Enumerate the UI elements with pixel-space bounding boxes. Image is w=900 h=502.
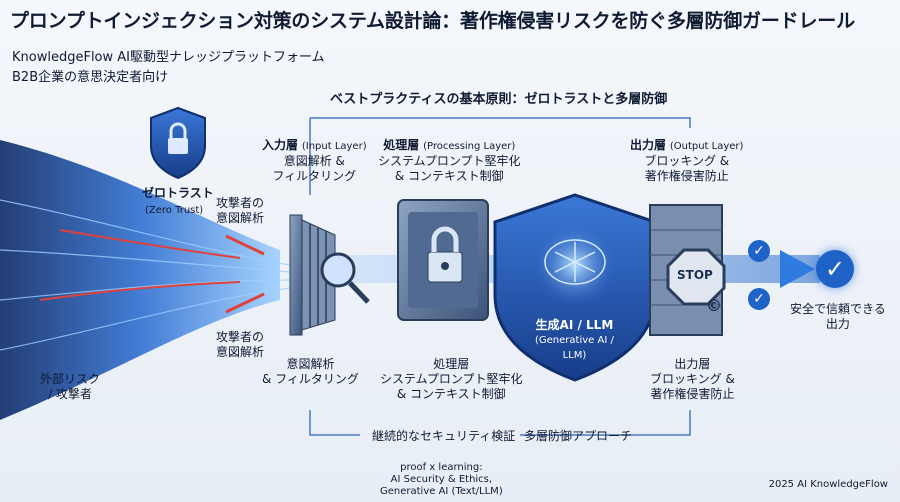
safe-output-label: 安全で信頼できる出力 [790,302,886,331]
lower-output-label: 出力層ブロッキング &著作権侵害防止 [650,357,735,401]
zero-trust-shield-icon [150,106,206,180]
firewall-icon [649,204,726,336]
output-layer-label: 出力層 (Output Layer) ブロッキング & 著作権侵害防止 [630,138,744,183]
cycle-arrows [309,117,691,436]
processing-layer-label: 処理層 (Processing Layer) システムプロンプト堅牢化 & コン… [378,138,521,183]
attack-label-top: 攻撃者の意図解析 [216,196,265,225]
input-gate-icon [289,214,370,336]
safe-output-check-icon: ✓ [816,250,854,288]
stop-text: STOP [677,268,713,282]
brain-icon [544,239,606,285]
audience-subtitle: B2B企業の意思決定者向け [12,70,169,85]
check-icon-1: ✓ [748,240,770,262]
platform-subtitle: KnowledgeFlow AI駆動型ナレッジプラットフォーム [12,50,325,65]
vault-lock-icon [397,199,489,321]
attack-arrow-top [225,234,265,256]
continuous-validation-label: 継続的なセキュリティ検証 [372,429,516,443]
attack-arrow-bottom [225,292,265,314]
threat-lines [39,229,241,301]
stream-lines [0,199,291,351]
lower-processing-label: 処理層システムプロンプト堅牢化& コンテキスト制御 [380,357,523,401]
beam-arrow [780,250,815,288]
footer-credit: 2025 AI KnowledgeFlow [768,479,888,490]
principle-heading: ベストプラクティスの基本原則：ゼロトラストと多層防御 [330,92,668,107]
lower-input-label: 意図解析& フィルタリング [262,357,359,386]
attack-label-bottom: 攻撃者の意図解析 [216,330,265,359]
defense-in-depth-label: 多層防御アプローチ [524,429,633,443]
copyright-icon: © [706,296,722,315]
page-title: プロンプトインジェクション対策のシステム設計論：著作権侵害リスクを防ぐ多層防御ガ… [10,10,855,32]
zero-trust-en: (Zero Trust) [145,205,204,216]
stop-sign-icon [666,248,726,306]
core-llm-label: 生成AI / LLM (Generative AI / LLM) [535,318,614,361]
proof-note: proof x learning:AI Security & Ethics,Ge… [380,462,503,497]
data-stream [0,140,280,420]
input-layer-label: 入力層 (Input Layer) 意図解析 & フィルタリング [262,138,367,183]
core-llm-shield [493,193,657,382]
zero-trust-title: ゼロトラスト [142,186,214,200]
external-risk-label: 外部リスク/ 攻撃者 [40,372,101,401]
check-icon-2: ✓ [748,288,770,310]
